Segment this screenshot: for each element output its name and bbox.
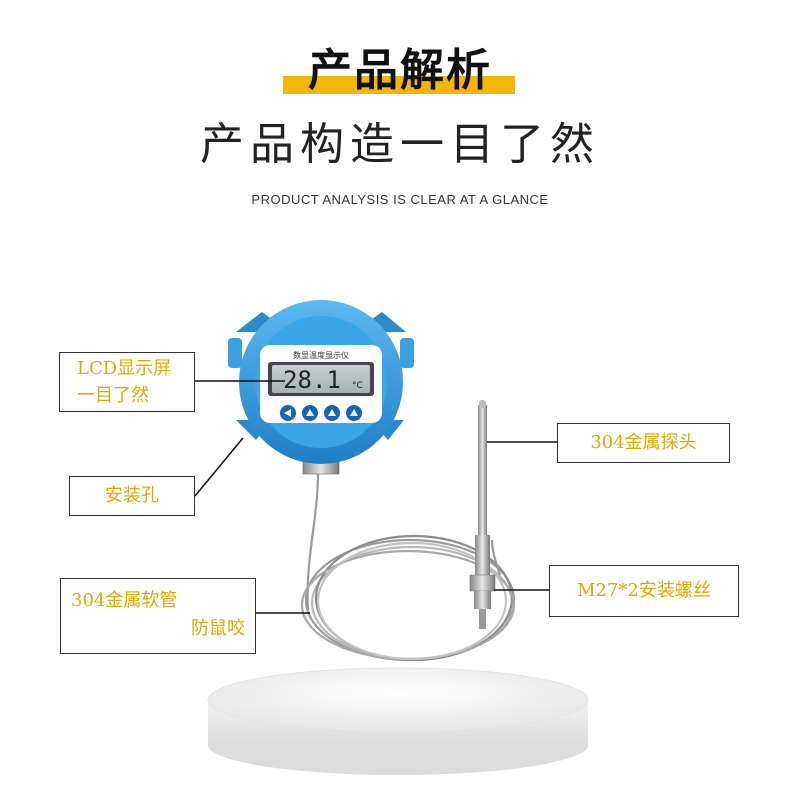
panel-label: 数显温度显示仪 xyxy=(293,350,349,360)
probe-callout-text: 304金属探头 xyxy=(590,432,697,453)
title-highlight-bar xyxy=(283,76,515,94)
thread-callout: M27*2安装螺丝 xyxy=(549,565,739,617)
english-tagline: PRODUCT ANALYSIS IS CLEAR AT A GLANCE xyxy=(251,192,549,207)
lcd-callout: LCD显示屏 一目了然 xyxy=(59,352,195,412)
lcd-unit: °C xyxy=(352,381,363,391)
hose-callout-line2: 防鼠咬 xyxy=(191,618,245,639)
header-title-block: 产品解析 xyxy=(0,24,800,96)
device-buttons xyxy=(280,405,362,421)
lcd-callout-line2: 一目了然 xyxy=(77,385,149,406)
hose-callout: 304金属软管 防鼠咬 xyxy=(60,578,256,654)
pedestal xyxy=(207,667,589,775)
probe-callout: 304金属探头 xyxy=(557,423,730,463)
temperature-display-device: 数显温度显示仪 28.1 °C xyxy=(228,300,414,475)
leader-lines xyxy=(194,380,557,614)
mount-hole-callout: 安装孔 xyxy=(69,476,195,516)
hose-callout-line1: 304金属软管 xyxy=(71,590,178,611)
metal-hose-coil xyxy=(300,471,516,662)
page-subtitle: 产品构造一目了然 xyxy=(200,119,600,170)
mount-hole-callout-text: 安装孔 xyxy=(105,485,159,506)
metal-probe xyxy=(469,400,496,629)
lcd-reading: 28.1 xyxy=(283,366,341,394)
thread-callout-text: M27*2安装螺丝 xyxy=(577,580,711,601)
page-title: 产品解析 xyxy=(308,45,492,96)
lcd-callout-line1: LCD显示屏 xyxy=(77,358,172,379)
